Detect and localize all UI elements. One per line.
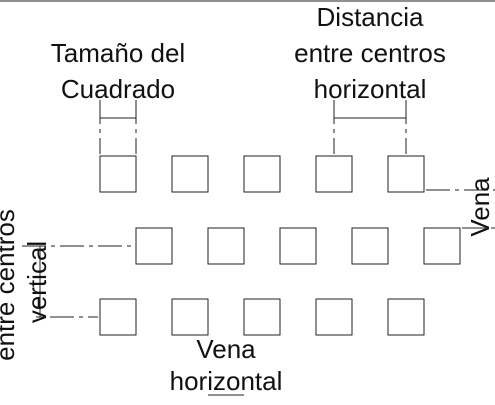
- h-distance-label-line3: horizontal: [314, 74, 427, 104]
- h-distance-label-line1: Distancia: [317, 2, 424, 32]
- square: [387, 298, 425, 336]
- square: [171, 298, 209, 336]
- square: [315, 298, 353, 336]
- grid-row-3: [99, 298, 425, 336]
- square: [207, 227, 245, 265]
- square: [387, 155, 425, 193]
- vertical-center-distance-dimension: [22, 245, 134, 318]
- square: [171, 155, 209, 193]
- square: [135, 227, 173, 265]
- square: [351, 227, 389, 265]
- horizontal-center-distance-dimension: [333, 100, 407, 154]
- square: [243, 155, 281, 193]
- v-distance-label-line2: vertical: [22, 241, 52, 323]
- bottom-vein-label-line2: horizontal: [170, 366, 283, 396]
- h-distance-label-line2: entre centros: [294, 38, 446, 68]
- square: [99, 155, 137, 193]
- square: [279, 227, 317, 265]
- square: [423, 227, 461, 265]
- square: [315, 155, 353, 193]
- v-distance-label-line1: entre centros: [0, 209, 20, 361]
- grid-row-2: [135, 227, 461, 265]
- square: [243, 298, 281, 336]
- square-size-dimension: [99, 100, 137, 154]
- square-size-label-line1: Tamaño del: [51, 38, 185, 68]
- square-size-label-line2: Cuadrado: [61, 74, 175, 104]
- square: [99, 298, 137, 336]
- grid-row-1: [99, 155, 425, 193]
- bottom-vein-label-line1: Vena: [196, 334, 256, 364]
- right-vein-dimension: [426, 189, 495, 229]
- right-vein-label: Vena: [465, 177, 495, 237]
